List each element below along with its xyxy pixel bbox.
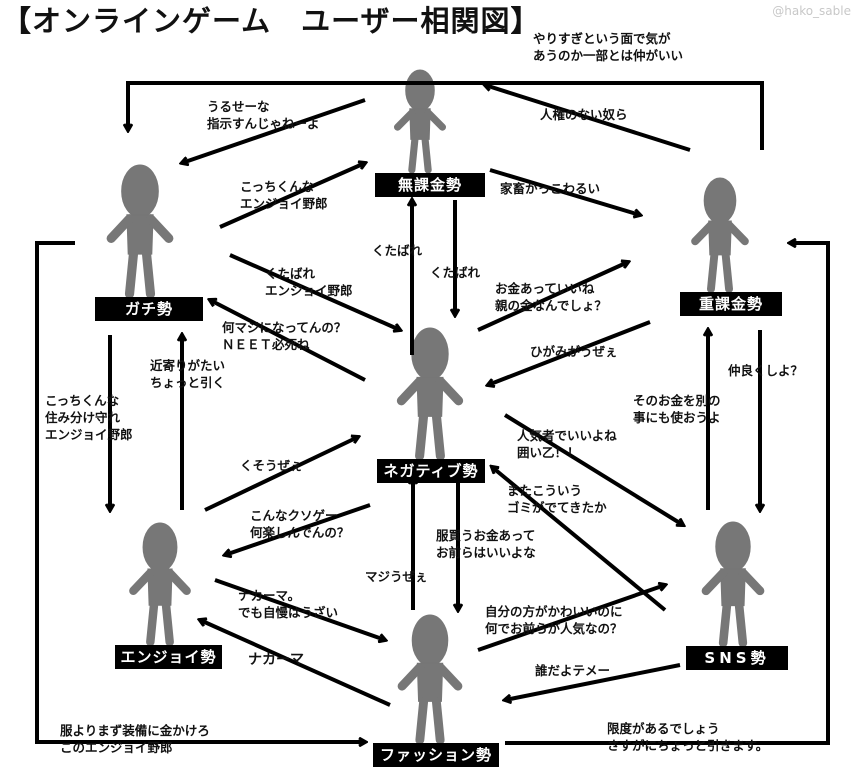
relation-label: ひがみがうぜぇ (530, 344, 618, 359)
relation-arrow (503, 413, 683, 525)
figure-jukakin-silhouette-icon (691, 177, 749, 293)
relation-arrow (505, 663, 681, 700)
relation-arrow (128, 81, 764, 150)
relation-label: 自分の方がかわいいのに 何でお前らが人気なの？ (485, 604, 623, 636)
relation-arrow (225, 503, 371, 555)
node-negative: ネガティブ勢 (377, 459, 485, 483)
diagram-title: 【オンラインゲーム ユーザー相関図】 (2, 4, 541, 38)
relation-label: 服よりまず装備に金かけろ このエンジョイ野郎 (60, 723, 210, 755)
relation-label: 仲良くしよ？ (728, 363, 804, 378)
relation-arrow (214, 578, 385, 640)
relation-arrow (488, 320, 651, 385)
figure-sns-silhouette-icon (701, 521, 765, 648)
relation-arrow (489, 168, 640, 215)
relation-arrow (477, 262, 628, 332)
relation-label: 限度があるでしょう さすがにちょっと引きます。 (607, 721, 769, 753)
relation-label: またこういう ゴミがでてきたか (507, 483, 607, 515)
watermark: @hako_sable (772, 4, 851, 18)
relation-label: くたばれ (430, 265, 481, 280)
relation-label: ナカーマ (248, 652, 304, 668)
relation-label: くたばれ (372, 243, 423, 258)
relation-label: マジうぜぇ (365, 569, 428, 584)
relation-label: 服買うお金あって お前らはいいよな (436, 528, 536, 560)
figure-fashion-silhouette-icon (397, 614, 463, 745)
relation-label: こっちくんな エンジョイ野郎 (240, 179, 328, 211)
relation-label: くそうぜぇ (240, 458, 303, 473)
relation-arrow (505, 243, 830, 745)
relation-label: ナカーマ。 でも自慢はうざい (238, 588, 339, 620)
relation-label: 誰だよテメー (535, 663, 611, 678)
node-fashion: ファッション勢 (373, 743, 499, 767)
relation-arrow (492, 467, 667, 612)
figure-mukakin-silhouette-icon (393, 69, 447, 174)
node-enjoy: エンジョイ勢 (115, 645, 222, 669)
relation-label: 家畜かっこわるい (500, 181, 601, 196)
relation-label: そのお金を別の 事にも使おうよ (633, 393, 721, 425)
node-sns: SNS勢 (686, 646, 788, 670)
relation-label: こっちくんな 住み分け守れ エンジョイ野郎 (45, 393, 133, 442)
relation-label: 何マジになってんの？ ＮＥＥＴ必死ね (222, 320, 347, 352)
relation-label: やりすぎという面で気が あうのか一部とは仲がいい (533, 31, 684, 63)
relation-label: くたばれ エンジョイ野郎 (265, 266, 353, 298)
relation-arrow (219, 163, 365, 229)
relation-arrow (200, 620, 391, 707)
relation-arrow (229, 253, 400, 330)
relation-arrow (204, 437, 358, 512)
relation-label: 近寄りがたい ちょっと引く (150, 358, 226, 390)
node-mukakin: 無課金勢 (375, 173, 485, 197)
node-jukakin: 重課金勢 (680, 292, 782, 316)
relation-arrow (485, 85, 691, 152)
relation-label: お金あっていいね 親の金なんでしょ？ (495, 281, 607, 313)
figure-gachi-silhouette-icon (106, 164, 174, 299)
figure-enjoy-silhouette-icon (129, 522, 191, 647)
relation-arrow (210, 300, 366, 382)
relation-label: こんなクソゲー 何楽しんでんの？ (250, 508, 350, 540)
relation-arrow (182, 98, 366, 163)
relation-label: 人気者でいいよね 囲い乙！！ (517, 428, 617, 460)
relation-arrow (477, 585, 665, 652)
relation-label: うるせーな 指示すんじゃねーよ (207, 99, 320, 131)
relation-arrow (35, 241, 365, 742)
figure-negative-silhouette-icon (396, 327, 464, 461)
node-gachi: ガチ勢 (95, 297, 203, 321)
relation-label: 人権のない奴ら (540, 107, 628, 122)
